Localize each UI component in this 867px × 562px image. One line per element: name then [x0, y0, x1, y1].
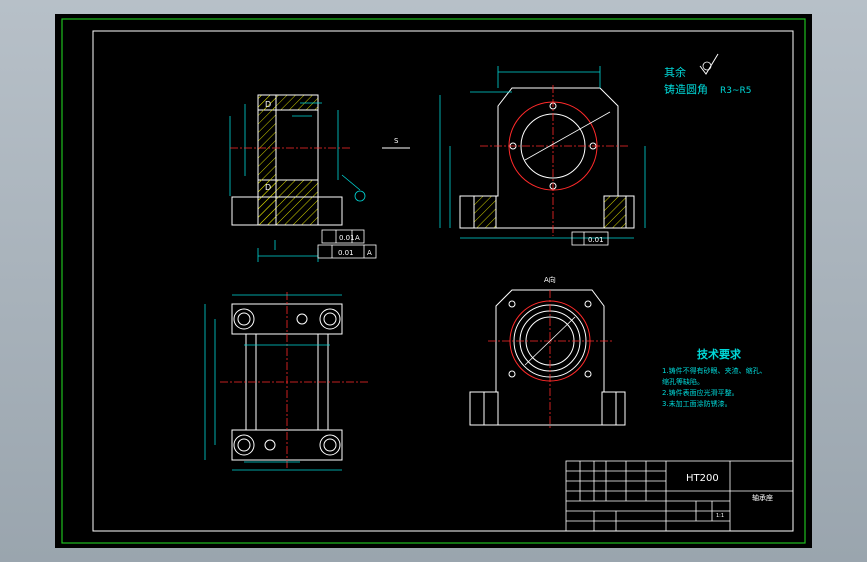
datum-label-top: D [265, 100, 271, 109]
title-block-material: HT200 [686, 473, 719, 484]
tech-requirement-item-2: 2.铸件表面应光滑平整。 [662, 388, 739, 397]
roughness-note-line2: 铸造圆角 [664, 82, 708, 96]
roughness-note: 其余 铸造圆角 R3~R5 [664, 53, 752, 96]
top-view [204, 292, 370, 471]
roughness-note-line1: 其余 [664, 65, 686, 79]
roughness-symbol-icon [699, 53, 719, 75]
title-block-scale: 1:1 [716, 513, 724, 519]
inner-frame [92, 30, 794, 532]
tech-requirement-item-1: 1.铸件不得有砂眼、夹渣、缩孔、 [662, 366, 767, 375]
tolerance-datum-2: A [367, 249, 372, 257]
section-mark-letter: S [394, 137, 399, 145]
datum-label-bottom: D [265, 183, 271, 192]
datum-circle [354, 190, 366, 202]
tech-requirements: 技术要求 1.铸件不得有砂眼、夹渣、缩孔、 缩孔等缺陷。 2.铸件表面应光滑平整… [662, 347, 767, 408]
title-block-part-name: 轴承座 [752, 493, 773, 502]
outer-frame [61, 18, 806, 544]
tolerance-frame-1: 0.01 A [321, 229, 365, 244]
view-a-label: A向 [544, 275, 556, 284]
tolerance-datum-1: A [355, 234, 360, 242]
tolerance-value-2: 0.01 [338, 249, 354, 257]
tolerance-value-1: 0.01 [339, 234, 355, 242]
tolerance-frame-3: 0.01 [571, 231, 609, 246]
title-block [565, 460, 794, 532]
section-view [229, 94, 361, 262]
tech-requirement-item-3: 3.未加工面涂防锈漆。 [662, 399, 732, 408]
tolerance-frame-2: 0.01 A [317, 244, 377, 259]
tolerance-value-3: 0.01 [588, 236, 604, 244]
tech-requirements-title: 技术要求 [697, 347, 742, 361]
front-view [439, 66, 646, 239]
roughness-note-value: R3~R5 [720, 86, 752, 96]
drawing-sheet [55, 14, 812, 548]
tech-requirement-item-1b: 缩孔等缺陷。 [662, 377, 704, 386]
view-a [469, 289, 626, 430]
section-cut-mark: S [382, 137, 410, 149]
